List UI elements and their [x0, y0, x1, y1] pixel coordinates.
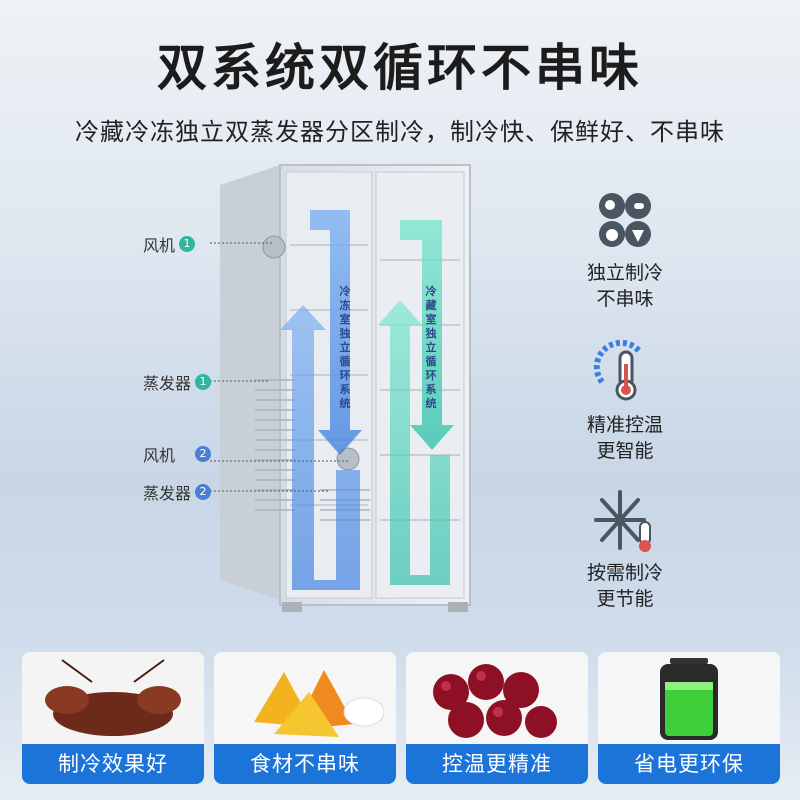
card-label: 省电更环保 — [598, 744, 780, 784]
callout-number-badge: 1 — [195, 374, 212, 390]
fridge-illustration — [220, 164, 471, 612]
card-label: 制冷效果好 — [22, 744, 204, 784]
callout-label: 蒸发器 — [143, 484, 192, 503]
callout-number-badge: 2 — [195, 446, 212, 462]
benefit-cards: 制冷效果好 食材不串味 控温更精准 省电更环保 — [22, 652, 782, 784]
callout-label: 风机 — [143, 236, 176, 255]
callout-number-badge: 1 — [179, 236, 196, 252]
card-label: 控温更精准 — [406, 744, 588, 784]
feature-on-demand-cooling: 按需制冷 更节能 — [555, 486, 695, 612]
battery-photo — [598, 652, 780, 744]
starfruit-photo — [214, 652, 396, 744]
feature-independent-cooling: 独立制冷 不串味 — [555, 186, 695, 312]
callout-evaporator-1: 蒸发器 1 — [143, 370, 212, 394]
lobster-photo — [22, 652, 204, 744]
page-title: 双系统双循环不串味 — [157, 39, 643, 97]
callout-label: 蒸发器 — [143, 374, 192, 393]
callout-label: 风机 — [143, 446, 176, 465]
card-energy-saving: 省电更环保 — [598, 652, 780, 784]
callout-evaporator-2: 蒸发器 2 — [143, 480, 212, 504]
feature-line2: 更智能 — [596, 440, 654, 462]
thermometer-dial-icon — [593, 339, 643, 401]
feature-line2: 更节能 — [596, 588, 654, 610]
card-temp-control: 控温更精准 — [406, 652, 588, 784]
feature-line1: 精准控温 — [586, 414, 663, 436]
fridge-loop-label: 冷藏室独立循环系统 — [425, 285, 437, 410]
page-subtitle: 冷藏冷冻独立双蒸发器分区制冷，制冷快、保鲜好、不串味 — [75, 118, 725, 146]
callout-number-badge: 2 — [195, 484, 212, 500]
food-categories-icon — [599, 193, 651, 247]
feature-line1: 按需制冷 — [586, 562, 663, 584]
card-cooling: 制冷效果好 — [22, 652, 204, 784]
cherries-photo — [406, 652, 588, 744]
snowflake-thermometer-icon — [594, 490, 651, 552]
feature-precise-temp: 精准控温 更智能 — [555, 338, 695, 464]
card-no-odor: 食材不串味 — [214, 652, 396, 784]
feature-line1: 独立制冷 — [586, 262, 663, 284]
freezer-loop-label: 冷冻室独立循环系统 — [339, 285, 351, 410]
card-label: 食材不串味 — [214, 744, 396, 784]
callout-fan-2: 风机 2 — [143, 442, 212, 466]
feature-line2: 不串味 — [596, 288, 654, 310]
callout-fan-1: 风机 1 — [143, 232, 196, 256]
